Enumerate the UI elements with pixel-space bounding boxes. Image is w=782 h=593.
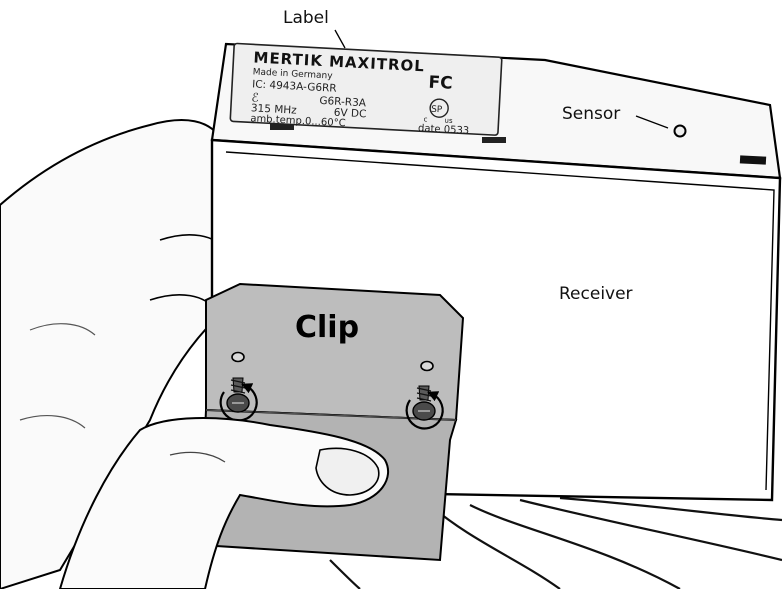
receiver-callout: Receiver: [559, 284, 633, 304]
sensor-hole: [673, 124, 687, 138]
hand-thumb: [58, 417, 390, 590]
plate-origin: Made in Germany: [253, 67, 334, 81]
csa-us: us: [444, 116, 453, 124]
plate-date: date 0533: [418, 123, 470, 137]
clip-bend-line: [205, 409, 457, 421]
screw-right-icon: [412, 385, 436, 421]
vent-slot: [482, 137, 506, 143]
thumbnail: [315, 447, 380, 496]
sensor-leader-line: [635, 115, 669, 129]
hand-knuckle-line: [169, 451, 226, 463]
hand-wrinkle: [19, 415, 86, 429]
sensor-callout: Sensor: [562, 104, 621, 124]
plate-frequency: 315 MHz: [251, 102, 298, 116]
receiver-front-bevel: [225, 151, 775, 491]
rotate-arrow-right-icon: [405, 391, 444, 430]
csa-mark: SP: [431, 105, 443, 116]
plate-model: G6R-R3A: [319, 95, 367, 109]
csa-c: c: [423, 115, 427, 123]
clip-callout: Clip: [295, 310, 360, 345]
fcc-mark: FC: [428, 73, 453, 94]
clip-mount-hole: [231, 351, 245, 363]
vent-slot: [270, 124, 294, 130]
label-callout: Label: [283, 8, 329, 28]
vent-slot: [739, 155, 767, 165]
label-plate: MERTIK MAXITROL Made in Germany IC: 4943…: [229, 42, 503, 137]
plate-ic: IC: 4943A-G6RR: [252, 78, 337, 94]
clip-mount-hole: [420, 360, 434, 372]
plate-voltage: 6V DC: [333, 107, 366, 121]
csa-mark-icon: [429, 98, 449, 118]
label-leader-line: [334, 29, 346, 49]
plate-temperature: amb.temp.0...60°C: [250, 113, 346, 129]
hand-wrinkle: [29, 323, 96, 336]
ce-mark: ℰ: [251, 90, 259, 104]
